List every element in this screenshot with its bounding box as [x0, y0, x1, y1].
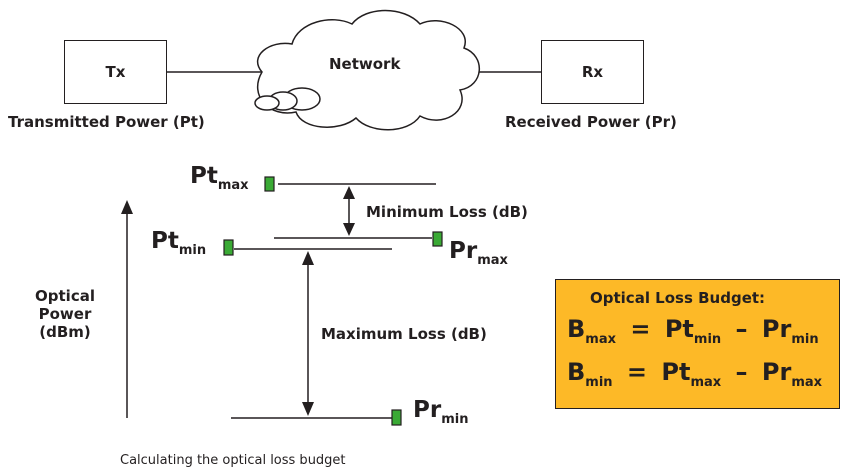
tx-label: Tx: [105, 63, 126, 81]
pt-text: Pt: [190, 163, 218, 189]
axis-label-line: Optical: [35, 287, 95, 305]
pr-text: Pr: [449, 238, 478, 264]
pt-min-label: Ptmin: [151, 228, 206, 258]
max-subscript: max: [217, 178, 249, 193]
pt-symbol: Pt: [661, 358, 691, 386]
optical-power-axis: [121, 200, 133, 418]
min-subscript: min: [693, 332, 722, 347]
max-subscript: max: [791, 375, 823, 390]
budget-title: Optical Loss Budget:: [590, 289, 766, 307]
minus-sign: –: [735, 358, 748, 386]
pt-text: Pt: [151, 228, 179, 254]
axis-label-line: (dBm): [39, 323, 91, 341]
rx-box: Rx: [541, 40, 644, 104]
min-subscript: min: [178, 243, 207, 258]
pr-symbol: Pr: [761, 358, 792, 386]
equals-sign: =: [626, 358, 648, 386]
received-power-label: Received Power (Pr): [505, 113, 677, 131]
optical-loss-budget-box: Optical Loss Budget: Bmax = Ptmin – Prmi…: [555, 279, 840, 409]
maximum-loss-label: Maximum Loss (dB): [321, 325, 487, 343]
pr-max-label: Prmax: [449, 238, 508, 268]
min-subscript: min: [791, 332, 819, 347]
optical-power-axis-label: Optical Power (dBm): [30, 287, 100, 341]
pr-min-label: Prmin: [413, 397, 468, 427]
max-subscript: max: [690, 375, 722, 390]
b-symbol: B: [567, 315, 586, 343]
network-label: Network: [329, 55, 401, 73]
minimum-loss-label: Minimum Loss (dB): [366, 203, 528, 221]
pt-max-marker: [264, 176, 275, 192]
min-subscript: min: [441, 412, 469, 427]
bmax-formula: Bmax = Ptmin – Prmin: [567, 315, 819, 347]
pr-symbol: Pr: [761, 315, 792, 343]
pr-text: Pr: [413, 397, 442, 423]
pr-min-marker: [391, 409, 402, 426]
rx-label: Rx: [581, 63, 604, 81]
transmitted-power-label: Transmitted Power (Pt): [8, 113, 205, 131]
b-symbol: B: [567, 358, 586, 386]
network-cloud-icon: [254, 9, 481, 131]
pt-min-marker: [223, 239, 234, 256]
min-subscript: min: [585, 375, 613, 390]
pr-max-marker: [432, 231, 443, 247]
equals-sign: =: [630, 315, 651, 343]
max-subscript: max: [585, 332, 617, 347]
minimum-loss-arrow: [343, 186, 355, 236]
axis-label-line: Power: [38, 305, 92, 323]
max-subscript: max: [477, 253, 508, 268]
pt-symbol: Pt: [664, 315, 694, 343]
pt-max-label: Ptmax: [190, 163, 249, 193]
tx-box: Tx: [64, 40, 167, 104]
figure-caption: Calculating the optical loss budget: [120, 453, 346, 468]
maximum-loss-arrow: [302, 251, 314, 416]
minus-sign: –: [735, 315, 748, 343]
bmin-formula: Bmin = Ptmax – Prmax: [567, 358, 822, 390]
